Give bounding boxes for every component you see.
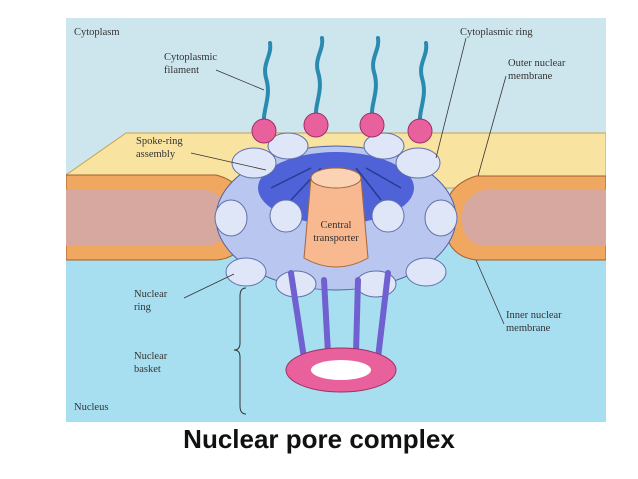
leader-lines [183,37,507,325]
basket-bracket [233,287,247,415]
lumen-right [462,190,606,246]
cytoplasmic-filaments [261,36,429,130]
central-transporter[interactable] [303,177,369,268]
label-cytoplasmic-filament-2: filament [164,65,199,76]
label-inner-membrane-1: Inner nuclear [506,310,562,321]
nuclear-basket-hole [311,360,371,380]
nuclear-basket-fibers [288,270,391,361]
label-inner-membrane-2: membrane [506,323,551,334]
nuclear-pore-diagram: Central transporter Cytoplasm Cytoplasmi… [64,18,607,422]
central-transporter-label-1: Central [321,220,352,231]
figure-caption: Nuclear pore complex [183,424,455,454]
label-cytoplasmic-ring: Cytoplasmic ring [460,27,533,38]
label-nuclear-basket-2: basket [134,364,161,375]
label-cytoplasm: Cytoplasm [74,27,120,38]
label-cytoplasmic-filament-1: Cytoplasmic [164,52,217,63]
cytoplasmic-ring-beads [251,112,433,144]
label-spoke-ring-1: Spoke-ring [136,136,183,147]
label-outer-membrane-2: membrane [508,71,553,82]
label-nuclear-basket-1: Nuclear [134,351,168,362]
label-nuclear-ring-2: ring [134,302,152,313]
central-transporter-label-2: transporter [313,233,359,244]
label-spoke-ring-2: assembly [136,149,176,160]
label-nucleus: Nucleus [74,402,108,413]
spoke-subunits [214,132,458,298]
lumen-left [66,190,230,246]
label-nuclear-ring-1: Nuclear [134,289,168,300]
label-outer-membrane-1: Outer nuclear [508,58,566,69]
central-transporter-top [310,167,362,189]
